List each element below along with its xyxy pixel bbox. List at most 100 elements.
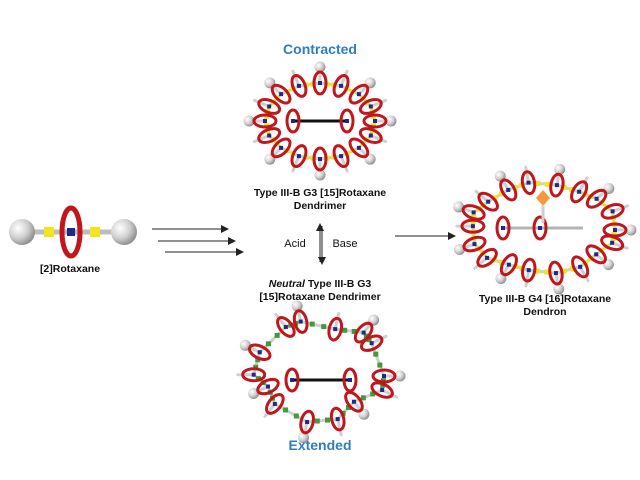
base-label: Base	[332, 238, 358, 250]
station-center	[345, 119, 349, 123]
axle-rod	[274, 312, 288, 329]
axle-rod	[336, 400, 356, 421]
macrocycle-ring	[477, 191, 499, 212]
extended-title: Extended	[288, 437, 352, 453]
axle-rod	[473, 256, 489, 270]
stopper-ball	[314, 61, 326, 73]
macrocycle-ring	[247, 343, 272, 361]
station-bead	[283, 407, 289, 413]
station-center	[257, 350, 262, 355]
station-center	[339, 154, 344, 159]
g3-label-line1: Type III-B G3 [15]Rotaxane	[253, 187, 387, 199]
station-center	[339, 83, 344, 88]
station-center	[554, 183, 559, 188]
axle-rod	[577, 190, 599, 201]
macrocycle-ring	[270, 83, 292, 105]
station-bead	[377, 362, 383, 368]
macrocycle-ring	[252, 113, 278, 129]
axle-rod	[339, 154, 349, 173]
macrocycle-ring	[476, 247, 498, 268]
macrocycle-ring	[276, 316, 296, 338]
station-bead	[370, 391, 376, 397]
station-center	[279, 145, 284, 150]
station-center	[361, 330, 366, 335]
macrocycle-ring	[460, 218, 486, 234]
macrocycle-ring	[270, 137, 292, 159]
axle-rod	[485, 256, 511, 267]
station-center	[368, 104, 373, 109]
axle-rod	[474, 189, 490, 204]
axle-rod	[279, 84, 301, 96]
station-center	[251, 372, 256, 377]
station-bead	[309, 321, 315, 327]
acid-label: Acid	[284, 238, 306, 250]
station-center	[305, 420, 310, 425]
station-center	[263, 119, 267, 123]
axle-rod	[380, 388, 399, 399]
station-center	[577, 189, 582, 194]
station-bead	[561, 184, 567, 190]
g4-dendron-molecule	[453, 163, 637, 295]
axle-rod	[611, 204, 630, 213]
axle-rod	[252, 134, 271, 144]
station-center	[351, 399, 356, 404]
stopper-ball	[314, 169, 326, 181]
macrocycle-ring	[312, 70, 328, 96]
axle-rod	[297, 81, 322, 88]
station-center	[267, 133, 272, 138]
macrocycle-ring	[290, 73, 308, 98]
stopper-ball	[625, 224, 637, 236]
macrocycle-ring	[600, 234, 625, 252]
macrocycle-ring	[570, 180, 589, 204]
station-bead	[544, 269, 550, 275]
station-bead	[265, 341, 271, 347]
rotaxane-2-molecule	[9, 205, 137, 259]
neutral-label-line2: [15]Rotaxane Dendrimer	[259, 291, 381, 303]
axle-rod	[291, 154, 301, 173]
station-bead	[499, 191, 505, 197]
station-center	[348, 378, 352, 382]
station-center	[298, 319, 303, 324]
station-bead	[325, 417, 331, 423]
neutral-label-line1: Neutral Type III-B G3	[225, 277, 415, 291]
macrocycle-ring	[520, 170, 537, 196]
axle-rod	[595, 197, 615, 213]
station-bead	[360, 395, 366, 401]
macrocycle-ring	[371, 368, 397, 384]
station-center	[283, 324, 288, 329]
macrocycle-ring	[241, 367, 267, 383]
station-bead	[373, 351, 379, 357]
station-bead	[569, 266, 575, 272]
axle-rod	[369, 134, 388, 144]
macrocycle-ring	[327, 316, 344, 342]
station-center	[266, 384, 271, 389]
station-center	[279, 92, 284, 97]
axle-rod	[524, 165, 531, 185]
macrocycle-ring	[600, 203, 625, 220]
rotaxane-2-label: [2]Rotaxane	[39, 263, 101, 275]
station-center	[578, 264, 583, 269]
station-center	[296, 154, 301, 159]
macrocycle-ring	[358, 127, 383, 145]
station-bead	[314, 418, 320, 424]
neutral-rest: Type III-B G3	[304, 278, 372, 290]
macrocycle-ring	[585, 188, 608, 209]
stopper-ball	[554, 163, 566, 175]
station-center	[486, 199, 491, 204]
stopper-ball	[291, 300, 303, 312]
axle-rod	[279, 146, 301, 158]
station-center	[335, 417, 340, 422]
station-center	[471, 210, 476, 215]
macrocycle-ring	[339, 108, 355, 134]
macrocycle-ring	[348, 83, 370, 105]
macrocycle-ring	[299, 409, 315, 435]
macrocycle-ring	[284, 367, 300, 393]
stopper-ball	[298, 432, 310, 444]
station-bead	[351, 328, 357, 334]
axle-rod	[252, 350, 262, 377]
station-bead	[342, 327, 348, 333]
macrocycle-ring	[358, 97, 383, 115]
stopper-ball	[394, 370, 406, 382]
macrocycle-ring	[312, 146, 328, 172]
